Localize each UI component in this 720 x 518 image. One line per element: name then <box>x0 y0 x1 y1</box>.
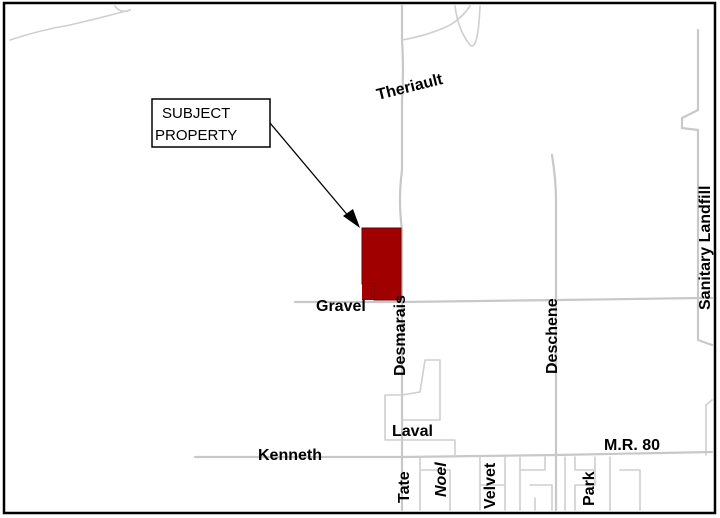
road-north-curve <box>454 5 481 47</box>
road-tate-loop <box>401 439 456 458</box>
road-east-spur <box>705 399 713 456</box>
road-theriault <box>401 5 471 41</box>
label-tate: Tate <box>396 471 413 503</box>
label-sanitary-landfill: Sanitary Landfill <box>697 186 714 310</box>
parcel-lower-strip <box>362 284 374 300</box>
road-park <box>564 456 611 511</box>
road-gravel <box>293 296 714 304</box>
label-velvet: Velvet <box>482 462 499 509</box>
callout-arrowhead <box>343 209 360 228</box>
callout-line2: PROPERTY <box>155 127 237 144</box>
label-mr80: M.R. 80 <box>604 437 660 454</box>
label-kenneth: Kenneth <box>258 447 322 464</box>
callout-line1: SUBJECT <box>162 105 230 122</box>
road-northwest <box>9 9 131 41</box>
road-desmarais <box>398 4 405 512</box>
road-network <box>9 4 714 512</box>
road-kenneth-mr80 <box>193 450 714 459</box>
road-velvet <box>479 456 506 511</box>
road-sanitary-landfill <box>680 28 714 347</box>
label-park: Park <box>581 471 598 506</box>
road-laval <box>401 359 441 421</box>
road-east-subdivision <box>619 469 641 511</box>
road-park-area <box>519 456 553 511</box>
road-northwest-2 <box>114 5 131 13</box>
road-deschene <box>550 153 558 512</box>
label-noel: Noel <box>433 462 450 497</box>
callout-leader-line <box>269 122 351 219</box>
label-laval: Laval <box>392 423 433 440</box>
label-desmarais: Desmarais <box>392 295 409 376</box>
road-noel <box>419 456 451 511</box>
subject-property-callout: SUBJECT PROPERTY <box>151 98 360 228</box>
label-deschene: Deschene <box>544 298 561 374</box>
road-subdivision-west <box>384 394 403 441</box>
label-gravel: Gravel <box>316 298 366 315</box>
